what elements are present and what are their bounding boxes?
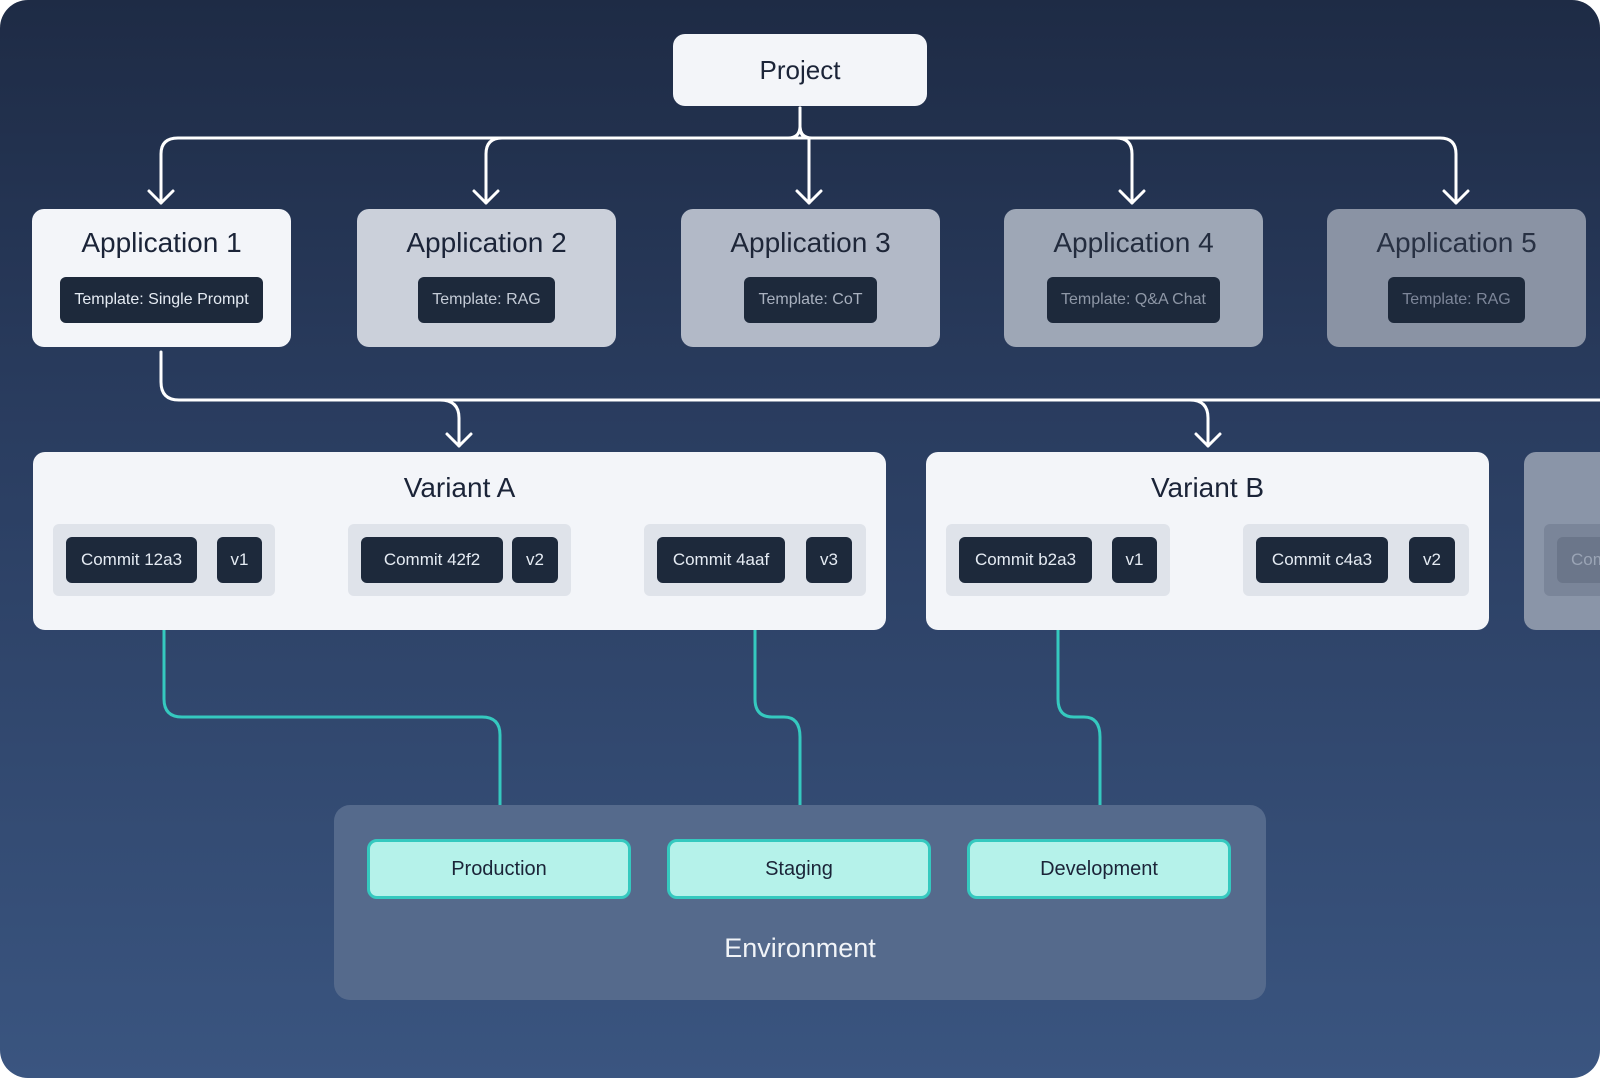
version-chip[interactable]: v2 [512,537,558,583]
template-badge: Template: RAG [1388,277,1525,323]
variant-partial-card: Com [1524,452,1600,630]
environment-panel: Production Staging Development Environme… [334,805,1266,1000]
application-1-card[interactable]: Application 1 Template: Single Prompt [32,209,291,347]
commit-group: Commit c4a3 v2 [1243,524,1469,596]
connector-project-app5 [798,136,1458,205]
arrow-down-icon [472,189,500,205]
project-label: Project [759,54,841,85]
commit-group: Commit 42f2 v2 [348,524,571,596]
version-chip[interactable]: v2 [1409,537,1455,583]
connector-project-app2 [484,136,802,205]
version-chip[interactable]: v3 [806,537,852,583]
variant-b-card: Variant B Commit b2a3 v1 Commit c4a3 v2 [926,452,1489,630]
version-chip[interactable]: v1 [217,537,262,583]
variant-a-card: Variant A Commit 12a3 v1 Commit 42f2 v2 … [33,452,886,630]
development-button[interactable]: Development [967,839,1231,899]
application-title: Application 3 [730,227,891,258]
template-badge: Template: Single Prompt [60,277,263,323]
application-4-card[interactable]: Application 4 Template: Q&A Chat [1004,209,1263,347]
arrow-down-icon [1442,189,1470,205]
application-3-card[interactable]: Application 3 Template: CoT [681,209,940,347]
commit-chip[interactable]: Commit 42f2 [361,537,503,583]
staging-button[interactable]: Staging [667,839,931,899]
template-badge: Template: RAG [418,277,555,323]
environment-label: Environment [724,933,876,963]
connector-to-variant-a [438,398,461,448]
application-2-card[interactable]: Application 2 Template: RAG [357,209,616,347]
commit-group: Com [1544,524,1600,596]
commit-group: Commit b2a3 v1 [946,524,1170,596]
commit-chip[interactable]: Commit b2a3 [959,537,1092,583]
connector-production [162,600,502,838]
production-button[interactable]: Production [367,839,631,899]
arrow-down-icon [1118,189,1146,205]
arrow-down-icon [147,189,175,205]
template-badge: Template: CoT [744,277,877,323]
connector-app1-variants [159,350,1600,402]
connector-project-app4 [798,106,1134,205]
arrow-down-icon [445,432,473,448]
commit-group: Commit 12a3 v1 [53,524,275,596]
variant-title: Variant A [403,472,516,503]
arrow-down-icon [1194,432,1222,448]
application-title: Application 4 [1053,227,1214,258]
commit-chip[interactable]: Commit c4a3 [1256,537,1388,583]
application-5-card[interactable]: Application 5 Template: RAG [1327,209,1586,347]
variant-title: Variant B [1150,472,1265,503]
project-node: Project [673,34,927,106]
application-title: Application 5 [1376,227,1537,258]
commit-chip[interactable]: Commit 4aaf [657,537,785,583]
connector-to-variant-b [1188,398,1210,448]
connector-project-app1 [159,106,802,205]
version-chip[interactable]: v1 [1112,537,1157,583]
commit-group: Commit 4aaf v3 [644,524,866,596]
commit-chip[interactable]: Com [1557,537,1600,583]
template-badge: Template: Q&A Chat [1047,277,1220,323]
application-title: Application 2 [406,227,567,258]
arrow-down-icon [795,189,823,205]
connector-development [1056,600,1102,838]
connector-staging [753,600,802,838]
application-title: Application 1 [81,227,242,258]
commit-chip[interactable]: Commit 12a3 [66,537,197,583]
